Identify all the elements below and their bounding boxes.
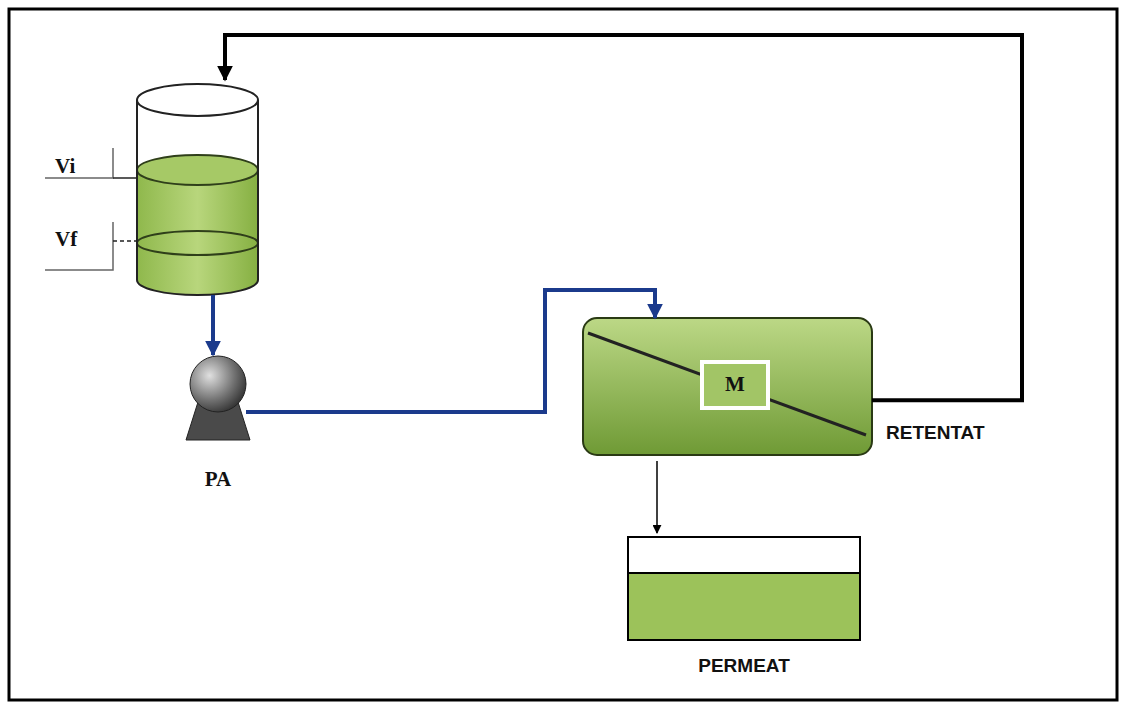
- level-marks: [45, 148, 137, 270]
- pump-node: PA: [185, 355, 251, 495]
- flow-line: [656, 461, 658, 533]
- permeat-vessel: [628, 537, 860, 640]
- tank: [137, 84, 258, 295]
- stream-label: RETENTAT: [886, 422, 985, 445]
- flow-line: [211, 295, 215, 355]
- tank-node: ViVf: [40, 80, 265, 295]
- permeat-node: PERMEAT: [628, 537, 860, 687]
- membrane-module: [583, 318, 872, 455]
- level-label: Vi: [55, 154, 75, 179]
- flow-line: [246, 290, 655, 412]
- flow-line: [225, 35, 1022, 400]
- module-node: M: [583, 318, 872, 455]
- membrane-label: M: [700, 360, 770, 410]
- vessel-label: PERMEAT: [698, 655, 789, 678]
- level-label: Vf: [55, 227, 77, 252]
- pump-symbol: [186, 356, 250, 440]
- frame: [9, 9, 1117, 700]
- pump-label: PA: [205, 467, 231, 492]
